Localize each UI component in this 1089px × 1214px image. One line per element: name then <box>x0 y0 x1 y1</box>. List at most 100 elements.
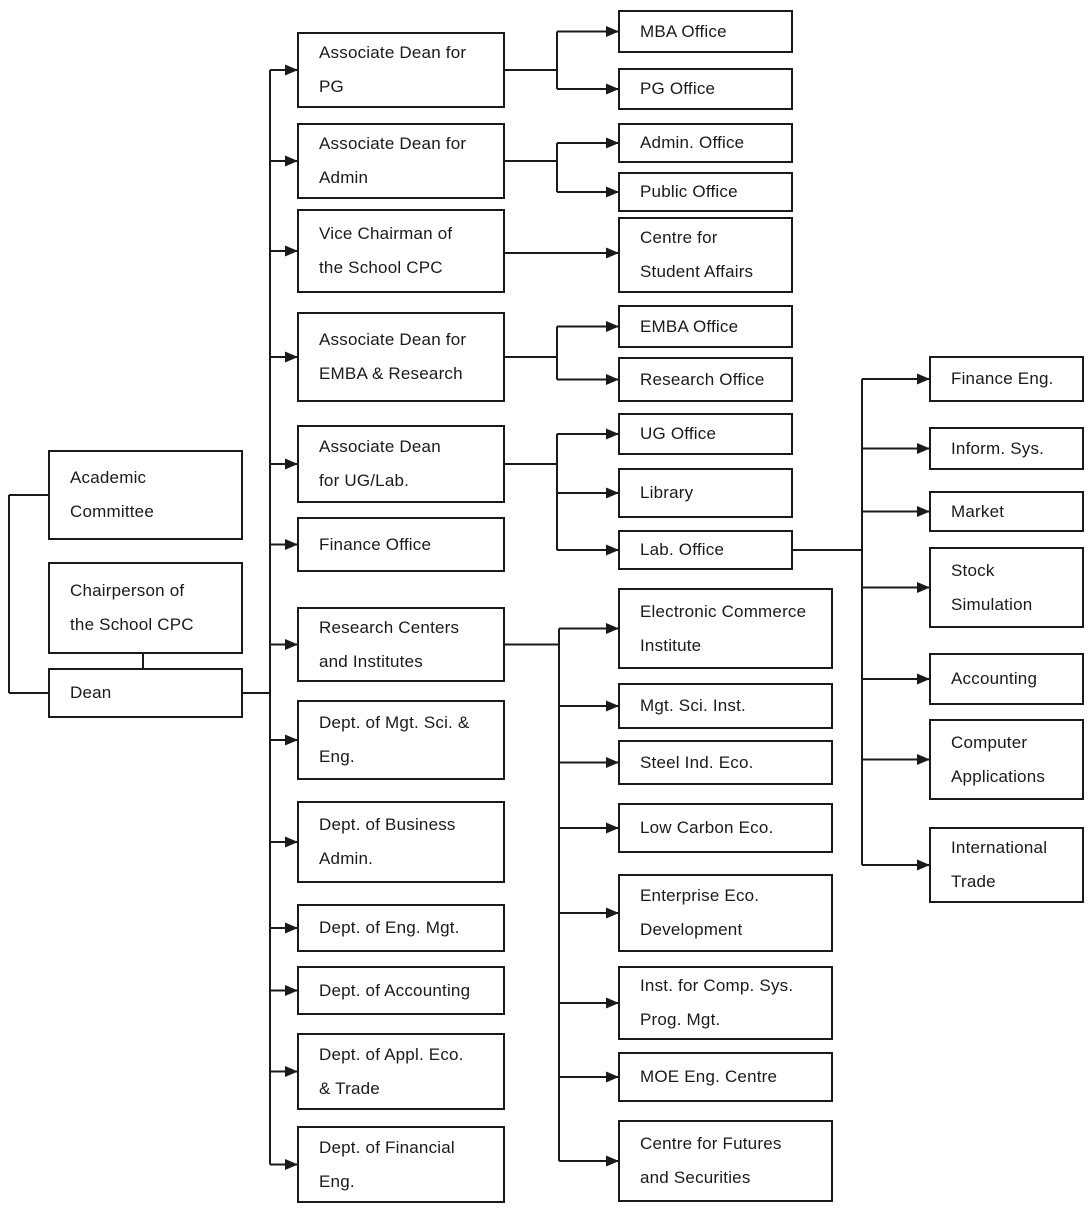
node-accounting: Accounting <box>929 653 1084 705</box>
node-centre-futures: Centre for Futures and Securities <box>618 1120 833 1202</box>
node-label-line: Computer <box>951 732 1028 752</box>
node-library: Library <box>618 468 793 518</box>
node-label-line: & Trade <box>319 1078 380 1098</box>
node-label-line: Enterprise Eco. <box>640 886 760 905</box>
node-label-line: for UG/Lab. <box>319 471 410 490</box>
node-label-line: Simulation <box>951 594 1033 614</box>
node-label-line: the School CPC <box>319 258 443 277</box>
node-steel-ind: Steel Ind. Eco. <box>618 740 833 785</box>
node-label-line: Applications <box>951 766 1046 786</box>
node-label-line: Admin <box>319 168 369 187</box>
node-label-line: Chairperson of <box>70 581 185 600</box>
node-label-line: PG Office <box>640 79 716 98</box>
node-dept-accounting: Dept. of Accounting <box>297 966 505 1015</box>
node-label-line: Low Carbon Eco. <box>640 818 774 837</box>
node-label-line: Dept. of Eng. Mgt. <box>319 918 460 937</box>
node-label-line: Admin. Office <box>640 133 745 152</box>
node-label-line: Dept. of Business <box>319 815 456 834</box>
node-label-line: Dept. of Mgt. Sci. & <box>319 713 470 732</box>
node-dean: Dean <box>48 668 243 718</box>
node-label-line: UG Office <box>640 424 717 443</box>
node-finance-office: Finance Office <box>297 517 505 572</box>
node-label-line: Mgt. Sci. Inst. <box>640 696 746 715</box>
node-label-line: MOE Eng. Centre <box>640 1067 778 1086</box>
node-label-line: Prog. Mgt. <box>640 1010 721 1029</box>
node-label-line: Market <box>951 501 1005 521</box>
node-label-line: Library <box>640 483 694 502</box>
node-label-line: EMBA Office <box>640 316 739 336</box>
node-label-line: Development <box>640 920 743 939</box>
node-label-line: Eng. <box>319 1171 355 1191</box>
node-ug-office: UG Office <box>618 413 793 455</box>
node-lab-office: Lab. Office <box>618 530 793 570</box>
node-label-line: and Institutes <box>319 651 423 671</box>
node-label-line: Trade <box>951 872 996 891</box>
node-label-line: Associate Dean for <box>319 330 467 349</box>
node-label-line: MBA Office <box>640 21 727 41</box>
node-label-line: Inst. for Comp. Sys. <box>640 976 794 995</box>
node-label-line: Finance Eng. <box>951 369 1054 388</box>
node-mba-office: MBA Office <box>618 10 793 53</box>
node-admin-office: Admin. Office <box>618 123 793 163</box>
node-public-office: Public Office <box>618 172 793 212</box>
node-emba-office: EMBA Office <box>618 305 793 348</box>
node-label-line: the School CPC <box>70 615 194 634</box>
node-label-line: Accounting <box>951 669 1038 688</box>
node-label-line: Institute <box>640 635 702 655</box>
node-finance-eng: Finance Eng. <box>929 356 1084 402</box>
node-label-line: Associate Dean for <box>319 43 467 62</box>
node-label-line: and Securities <box>640 1168 751 1187</box>
node-mgt-sci-inst: Mgt. Sci. Inst. <box>618 683 833 729</box>
node-label-line: Stock <box>951 560 995 580</box>
node-label-line: EMBA & Research <box>319 364 463 383</box>
node-label-line: Research Office <box>640 369 765 389</box>
node-assoc-ug: Associate Dean for UG/Lab. <box>297 425 505 503</box>
node-pg-office: PG Office <box>618 68 793 110</box>
node-market: Market <box>929 491 1084 532</box>
node-vice-chairman: Vice Chairman of the School CPC <box>297 209 505 293</box>
node-label-line: International <box>951 838 1048 857</box>
node-chairperson: Chairperson of the School CPC <box>48 562 243 654</box>
node-low-carbon: Low Carbon Eco. <box>618 803 833 853</box>
node-label-line: PG <box>319 77 344 96</box>
node-label-line: Lab. Office <box>640 540 725 559</box>
node-label-line: Committee <box>70 502 154 521</box>
node-label-line: Eng. <box>319 747 355 766</box>
node-label-line: Admin. <box>319 849 374 868</box>
node-research-office: Research Office <box>618 357 793 402</box>
node-label-line: Associate Dean <box>319 437 441 456</box>
node-label-line: Centre for Futures <box>640 1134 782 1153</box>
node-inform-sys: Inform. Sys. <box>929 427 1084 470</box>
node-moe-eng: MOE Eng. Centre <box>618 1052 833 1102</box>
node-label-line: Dean <box>70 683 112 702</box>
node-label-line: Research Centers <box>319 617 460 637</box>
node-label-line: Vice Chairman of <box>319 224 453 243</box>
node-research-centers: Research Centers and Institutes <box>297 607 505 682</box>
node-label-line: Dept. of Appl. Eco. <box>319 1044 464 1064</box>
node-label-line: Finance Office <box>319 534 432 554</box>
node-label-line: Public Office <box>640 182 738 201</box>
node-label-line: Electronic Commerce <box>640 601 807 621</box>
node-inst-comp: Inst. for Comp. Sys. Prog. Mgt. <box>618 966 833 1040</box>
node-dept-appl-eco: Dept. of Appl. Eco. & Trade <box>297 1033 505 1110</box>
node-label-line: Associate Dean for <box>319 134 467 153</box>
node-dept-mgt-sci: Dept. of Mgt. Sci. & Eng. <box>297 700 505 780</box>
node-label-line: Inform. Sys. <box>951 438 1045 458</box>
node-enterprise: Enterprise Eco. Development <box>618 874 833 952</box>
node-dept-eng-mgt: Dept. of Eng. Mgt. <box>297 904 505 952</box>
node-label-line: Centre for <box>640 228 718 247</box>
node-label-line: Student Affairs <box>640 262 754 281</box>
node-label-line: Dept. of Accounting <box>319 980 471 1000</box>
node-label-line: Steel Ind. Eco. <box>640 752 754 772</box>
